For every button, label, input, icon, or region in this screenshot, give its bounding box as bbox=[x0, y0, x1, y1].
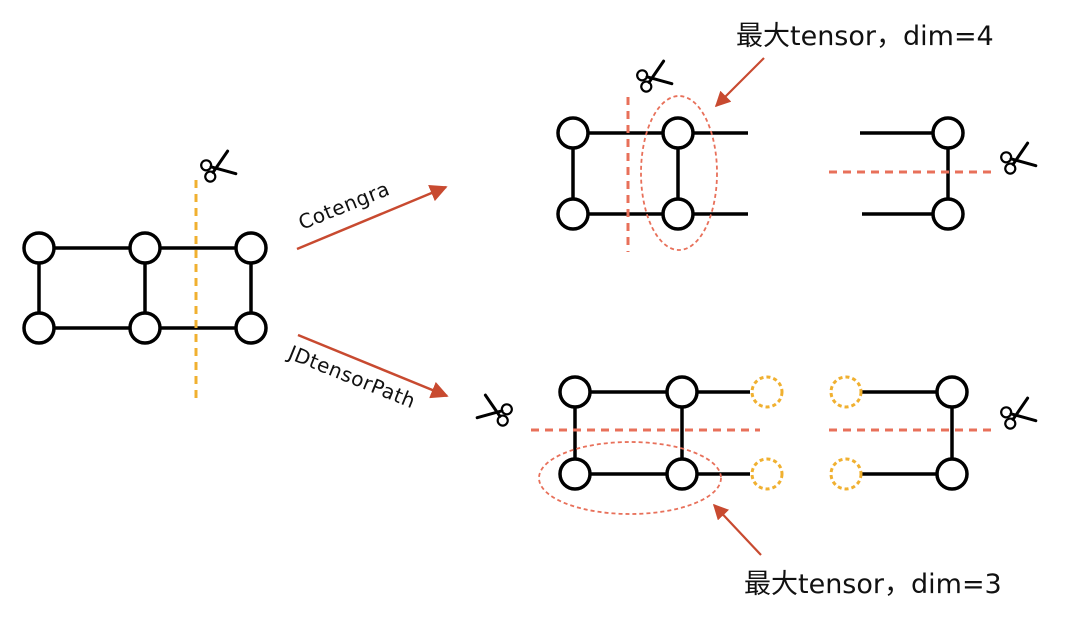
open-index-node bbox=[750, 457, 784, 491]
arrow-line bbox=[297, 333, 449, 399]
lower-arrow: JDtensorPath bbox=[283, 333, 449, 413]
tensor-node bbox=[935, 375, 969, 409]
network-nodes bbox=[22, 231, 268, 345]
scissors-icon bbox=[633, 59, 674, 96]
placeholder-nodes bbox=[750, 375, 863, 491]
largest-tensor-highlight bbox=[640, 95, 718, 251]
upper-arrow: Cotengra bbox=[295, 176, 448, 251]
tensor-node bbox=[661, 197, 695, 231]
top-annotation: 最大tensor，dim=4 bbox=[736, 21, 994, 52]
tensor-node bbox=[234, 231, 268, 265]
scissors-icon bbox=[997, 141, 1038, 178]
tensor-node bbox=[22, 231, 56, 265]
source-network bbox=[22, 149, 268, 404]
tensor-node bbox=[556, 197, 590, 231]
bottom-annotation: 最大tensor，dim=3 bbox=[744, 569, 1002, 600]
tensor-node bbox=[665, 375, 699, 409]
tensor-node bbox=[935, 457, 969, 491]
tensor-node bbox=[22, 311, 56, 345]
tensor-node bbox=[661, 116, 695, 150]
scissors-icon bbox=[997, 396, 1038, 433]
arrow-line bbox=[296, 184, 448, 251]
largest-tensor-highlight bbox=[538, 441, 722, 515]
tensor-node bbox=[234, 311, 268, 345]
tensor-node bbox=[128, 231, 162, 265]
open-index-node bbox=[829, 457, 863, 491]
tensor-node bbox=[931, 116, 965, 150]
network-nodes bbox=[556, 116, 965, 231]
scissors-icon bbox=[475, 393, 516, 430]
scissors-icon bbox=[197, 149, 238, 186]
open-index-node bbox=[750, 375, 784, 409]
tensor-node bbox=[556, 116, 590, 150]
annotation-arrow bbox=[712, 503, 762, 556]
tensor-node bbox=[931, 197, 965, 231]
open-index-node bbox=[829, 375, 863, 409]
tensor-node bbox=[128, 311, 162, 345]
arrow-label-cotengra: Cotengra bbox=[295, 176, 393, 234]
tensor-node bbox=[665, 457, 699, 491]
tensor-node bbox=[558, 457, 592, 491]
annotation-arrow bbox=[714, 57, 765, 108]
network-nodes bbox=[558, 375, 969, 491]
tensor-node bbox=[558, 375, 592, 409]
cotengra-result: 最大tensor，dim=4 bbox=[556, 21, 1038, 252]
jdtensorpath-result: 最大tensor，dim=3 bbox=[475, 375, 1038, 600]
